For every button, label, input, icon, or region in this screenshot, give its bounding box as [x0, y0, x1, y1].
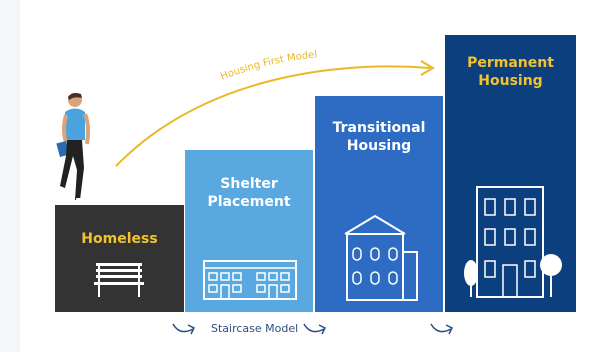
step-permanent: Permanent Housing [445, 35, 576, 312]
step-permanent-title: Permanent Housing [467, 55, 554, 89]
step-shelter-title: Shelter Placement [207, 176, 291, 210]
step-shelter: Shelter Placement [185, 150, 313, 312]
step-transitional: Transitional Housing [315, 96, 443, 312]
svg-text:Housing First Model: Housing First Model [219, 49, 318, 82]
staircase-arrow-1-icon [172, 323, 196, 335]
transitional-house-icon [344, 214, 418, 301]
staircase-arrow-3-icon [430, 323, 454, 335]
bench-icon [94, 263, 144, 297]
shelter-building-icon [203, 260, 297, 300]
staircase-arrow-2-icon [303, 323, 327, 335]
step-homeless-title: Homeless [81, 231, 158, 247]
housing-first-label: Housing First Model [219, 49, 318, 82]
apartment-building-icon [464, 186, 562, 298]
staircase-label: Staircase Model [211, 322, 299, 335]
step-homeless: Homeless [55, 205, 184, 312]
person-icon [56, 93, 91, 202]
step-transitional-title: Transitional Housing [332, 120, 426, 154]
